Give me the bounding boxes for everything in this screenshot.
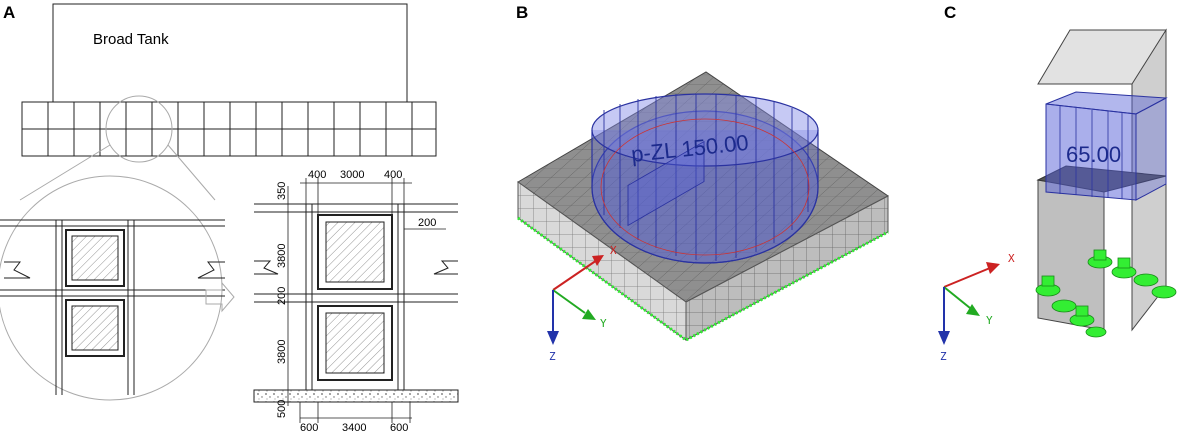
panel-a-letter: A	[3, 3, 15, 22]
c-load-box	[1045, 91, 1168, 201]
panel-a: A Broad Tank	[0, 3, 459, 434]
c-supports	[1035, 249, 1177, 338]
dim-top-middle: 3000	[340, 169, 364, 181]
dim-top-right: 400	[384, 169, 402, 181]
b-axis-triad	[547, 255, 604, 345]
c-axis-z-label: Z	[940, 350, 947, 363]
b-axis-y-label: Y	[600, 317, 607, 330]
c-axis-x-label: X	[1008, 252, 1015, 265]
c-wall-top	[1037, 29, 1167, 85]
slab-supports	[517, 216, 889, 342]
zoom-guide-right	[167, 144, 216, 201]
dim-left-4: 3800	[276, 340, 288, 364]
zoom-circle-large	[0, 175, 223, 401]
foundation-grid	[21, 101, 437, 157]
broad-tank-label: Broad Tank	[93, 31, 169, 48]
panel-c-letter: C	[944, 3, 956, 22]
magnified-cells	[0, 219, 225, 395]
dimension-lines	[283, 178, 446, 423]
dim-left-1: 350	[276, 182, 288, 200]
detail-section	[253, 203, 459, 403]
dim-top-left: 400	[308, 169, 326, 181]
b-axis-z-label: Z	[549, 350, 556, 363]
panel-c: C 65.00	[938, 3, 1177, 363]
dim-bottom-left: 600	[300, 422, 318, 434]
dim-bottom-right: 600	[390, 422, 408, 434]
zoom-circle-small	[105, 95, 173, 163]
c-axis-triad	[938, 262, 1000, 345]
dim-left-2: 3800	[276, 244, 288, 268]
detail-arrow	[205, 281, 235, 313]
dim-left-3: 200	[276, 287, 288, 305]
dim-bottom-middle: 3400	[342, 422, 366, 434]
panel-b-letter: B	[516, 3, 528, 22]
dim-left-5: 500	[276, 400, 288, 418]
dim-right-wall: 200	[418, 217, 436, 229]
c-load-label: 65.00	[1066, 142, 1121, 167]
broad-tank-outline	[52, 3, 408, 103]
panel-b: B	[516, 3, 889, 363]
zoom-guide-left	[19, 144, 111, 201]
c-axis-y-label: Y	[986, 314, 993, 327]
tank-load-cylinder	[591, 93, 819, 264]
b-axis-x-label: X	[610, 244, 617, 257]
